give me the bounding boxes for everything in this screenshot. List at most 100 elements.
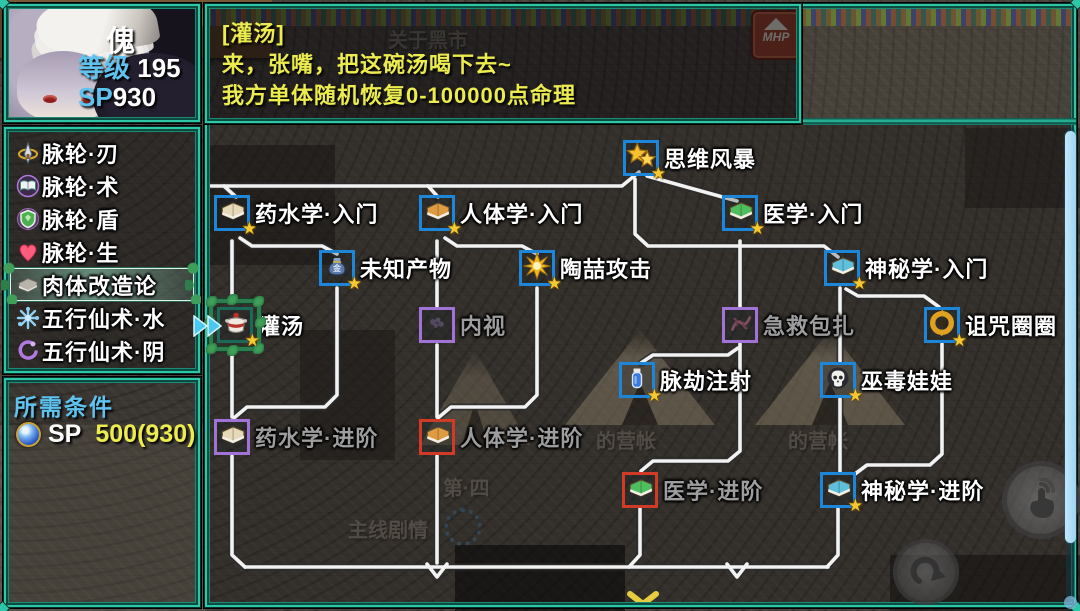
sidebar-item-ring[interactable]: 五行仙术·阴 — [10, 334, 194, 367]
menu-item-label: 五行仙术·阴 — [42, 339, 166, 365]
requirement-sp-value: 500(930) — [95, 420, 196, 448]
skill-icon-box[interactable]: 金★ — [319, 250, 362, 293]
snowflake-icon — [14, 305, 42, 331]
skill-icon-box[interactable] — [419, 307, 455, 343]
requirement-sp-row: SP 500(930) — [16, 420, 195, 449]
blob-icon — [425, 311, 449, 340]
skill-node-book[interactable]: 人体学·进阶 — [419, 419, 582, 455]
learned-star-icon: ★ — [646, 386, 662, 405]
tooltip-title: [灌汤] — [222, 21, 285, 46]
sidebar-item-spellbook[interactable]: 脉轮·术 — [10, 169, 194, 202]
learned-star-icon: ★ — [851, 274, 867, 293]
map-rock-patch — [965, 128, 1080, 208]
selection-cursor-icon — [193, 315, 223, 337]
skill-node-book[interactable]: ★ 药水学·入门 — [214, 195, 377, 238]
book-icon — [219, 422, 245, 453]
vial-icon — [625, 366, 649, 395]
book-icon — [219, 198, 245, 229]
heart-icon — [14, 239, 42, 265]
sp-orb-icon — [16, 422, 41, 447]
skill-icon-box[interactable] — [419, 419, 455, 455]
skill-icon-box[interactable]: ★ — [619, 362, 662, 405]
skill-node-label: 医学·进阶 — [663, 479, 764, 504]
learned-star-icon: ★ — [244, 331, 260, 350]
pouch-icon: 金 — [325, 254, 349, 283]
book-icon — [424, 198, 450, 229]
skill-node-book[interactable]: ★ 神秘学·进阶 — [820, 472, 983, 515]
skill-node-book[interactable]: 药水学·进阶 — [214, 419, 377, 455]
requirements-panel — [3, 377, 201, 608]
skill-node-cursering[interactable]: ★ 诅咒圈圈 — [924, 307, 1056, 350]
learned-star-icon: ★ — [847, 386, 863, 405]
skill-node-label: 神秘学·入门 — [865, 257, 989, 282]
skill-icon-box[interactable] — [622, 472, 658, 508]
learned-star-icon: ★ — [241, 219, 257, 238]
skill-node-book[interactable]: ★ 医学·入门 — [722, 195, 862, 238]
map-floor-patch — [0, 425, 205, 611]
portrait-eye — [81, 97, 95, 105]
skill-node-book[interactable]: 医学·进阶 — [622, 472, 762, 508]
skill-node-skull[interactable]: ★ 巫毒娃娃 — [820, 362, 952, 405]
map-wall — [800, 8, 1076, 118]
learned-star-icon: ★ — [749, 219, 765, 238]
skill-node-book[interactable]: ★ 人体学·入门 — [419, 195, 582, 238]
skill-node-label: 人体学·入门 — [460, 202, 584, 227]
skill-icon-box[interactable]: ★ — [820, 472, 863, 515]
skill-icon-box[interactable] — [214, 419, 250, 455]
skill-icon-box[interactable] — [722, 307, 758, 343]
burst-icon — [523, 251, 551, 285]
menu-item-label: 脉轮·生 — [42, 240, 120, 266]
svg-text:金: 金 — [332, 263, 342, 273]
skill-node-label: 诅咒圈圈 — [965, 314, 1058, 339]
sidebar-item-heart[interactable]: 脉轮·生 — [10, 235, 194, 268]
skill-icon-box[interactable]: ★ — [824, 250, 867, 293]
level-label: 等级 — [78, 53, 131, 83]
sidebar-item-dagger[interactable]: 脉轮·刃 — [10, 136, 194, 169]
sidebar-item-greybook[interactable]: 肉体改造论 — [1, 262, 201, 304]
scrollbar-end-dot — [1064, 596, 1077, 609]
tooltip-line2: 我方单体随机恢复0-100000点命理 — [222, 83, 576, 108]
redo-arrow-icon — [910, 556, 946, 584]
skill-node-pouch[interactable]: 金★ 未知产物 — [319, 250, 451, 293]
character-level-row: 等级 195 — [78, 48, 181, 85]
skill-node-burst[interactable]: ★ 陶喆攻击 — [519, 250, 651, 293]
panel-divider — [800, 118, 1076, 125]
skill-node-book[interactable]: ★ 神秘学·入门 — [824, 250, 987, 293]
book-icon — [829, 253, 855, 284]
requirements-title: 所需条件 — [14, 394, 114, 420]
skill-node-label: 神秘学·进阶 — [861, 479, 985, 504]
scrollbar-thumb[interactable] — [1065, 131, 1076, 543]
menu-item-label: 五行仙术·水 — [42, 306, 166, 332]
skill-node-vial[interactable]: ★ 脉劫注射 — [619, 362, 751, 405]
skill-node-label: 人体学·进阶 — [460, 426, 584, 451]
pointer-hand-icon — [1030, 478, 1055, 518]
portrait-eye — [43, 95, 57, 103]
menu-item-label: 脉轮·盾 — [42, 207, 120, 233]
skill-icon-box[interactable]: ★ — [722, 195, 765, 238]
skill-node-label: 药水学·入门 — [255, 202, 379, 227]
menu-item-label: 肉体改造论 — [42, 273, 158, 299]
sidebar-item-snowflake[interactable]: 五行仙术·水 — [10, 301, 194, 334]
sidebar-item-shield[interactable]: 脉轮·盾 — [10, 202, 194, 235]
sp-value: 930 — [112, 82, 157, 112]
book-icon — [825, 475, 851, 506]
map-text-label: 主线剧情 — [348, 520, 428, 542]
skill-icon-box[interactable]: ★ — [623, 140, 666, 183]
learned-star-icon: ★ — [446, 219, 462, 238]
dagger-icon — [14, 140, 42, 166]
skill-icon-box[interactable]: ★ — [214, 195, 257, 238]
skill-node-doublestar[interactable]: ★ 思维风暴 — [623, 140, 755, 183]
book-icon — [627, 475, 653, 506]
skill-icon-box[interactable]: ★ — [820, 362, 863, 405]
redo-button[interactable] — [893, 539, 959, 605]
map-text-label: 的营帐 — [788, 431, 848, 453]
skill-icon-box[interactable]: ★ — [924, 307, 967, 350]
character-portrait — [9, 9, 195, 117]
character-sp-row: SP930 — [78, 82, 156, 113]
skill-icon-box[interactable]: ★ — [519, 250, 562, 293]
skill-node-bandage[interactable]: 急救包扎 — [722, 307, 854, 343]
skill-icon-box[interactable]: ★ — [419, 195, 462, 238]
skill-node-blob[interactable]: 内视 — [419, 307, 505, 343]
map-savepoint-icon — [444, 508, 482, 546]
